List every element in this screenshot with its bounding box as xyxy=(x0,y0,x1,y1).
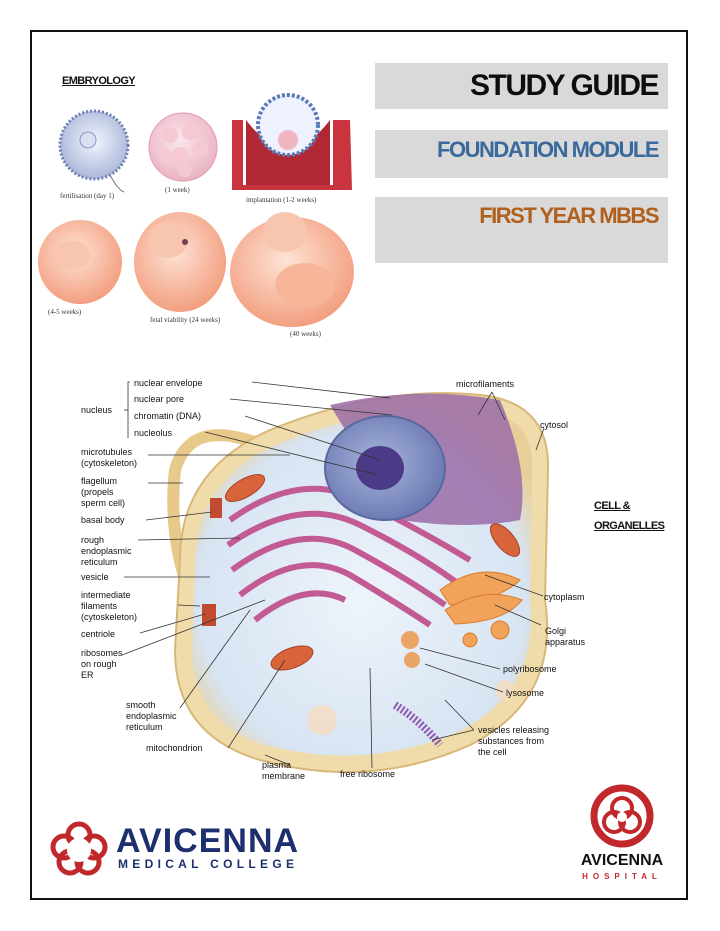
avicenna-hospital-logo: AVICENNA HOSPITAL xyxy=(572,780,672,888)
cell-heading-line2: ORGANELLES xyxy=(594,520,665,532)
label-smooth-er-3: reticulum xyxy=(126,722,163,732)
college-subtitle: MEDICAL COLLEGE xyxy=(118,857,299,871)
label-cytoplasm: cytoplasm xyxy=(544,592,585,602)
cell-heading-line1: CELL & xyxy=(594,500,631,512)
label-ribosomes-1: ribosomes xyxy=(81,648,123,658)
page-frame xyxy=(30,30,688,900)
label-intermediate-2: filaments xyxy=(81,601,118,611)
nucleolus-shape xyxy=(356,446,404,490)
fertilisation-embryo xyxy=(58,109,130,193)
label-polyribosome: polyribosome xyxy=(503,664,557,674)
label-rough-er-3: reticulum xyxy=(81,557,118,567)
label-free-ribosome: free ribosome xyxy=(340,769,395,779)
label-microtubules-1: microtubules xyxy=(81,447,133,457)
study-guide-banner: STUDY GUIDE xyxy=(375,63,668,109)
morula-embryo xyxy=(148,112,218,182)
module-banner: FOUNDATION MODULE xyxy=(375,130,668,178)
avicenna-college-logo: AVICENNA MEDICAL COLLEGE xyxy=(50,820,310,880)
label-flagellum-3: sperm cell) xyxy=(81,498,125,508)
caption-four-five-weeks: (4-5 weeks) xyxy=(48,308,82,316)
fetus-40-weeks xyxy=(230,212,354,327)
mitochondria-shape xyxy=(224,474,521,671)
label-vesicle: vesicle xyxy=(81,572,109,582)
label-vesicles-releasing-3: the cell xyxy=(478,747,507,757)
college-name: AVICENNA xyxy=(116,822,300,860)
hospital-emblem-icon xyxy=(590,784,654,848)
label-mitochondrion: mitochondrion xyxy=(146,743,203,753)
fetus-4-5-weeks xyxy=(38,220,122,304)
label-chromatin: chromatin (DNA) xyxy=(134,411,201,421)
centriole-shape xyxy=(202,604,216,626)
label-basal-body: basal body xyxy=(81,515,125,525)
label-golgi-2: apparatus xyxy=(545,637,586,647)
label-microfilaments: microfilaments xyxy=(456,379,515,389)
label-lysosome: lysosome xyxy=(506,688,544,698)
label-rough-er-1: rough xyxy=(81,535,104,545)
embryology-heading: EMBRYOLOGY xyxy=(62,75,136,87)
college-flower-icon xyxy=(50,821,108,876)
label-golgi-1: Golgi xyxy=(545,626,566,636)
label-vesicles-releasing-2: substances from xyxy=(478,736,544,746)
label-cytosol: cytosol xyxy=(540,420,568,430)
hospital-subtitle: HOSPITAL xyxy=(582,872,662,881)
label-plasma-membrane-2: membrane xyxy=(262,771,305,781)
label-rough-er-2: endoplasmic xyxy=(81,546,132,556)
hospital-name: AVICENNA xyxy=(580,852,664,869)
label-microtubules-2: (cytoskeleton) xyxy=(81,458,137,468)
label-smooth-er-1: smooth xyxy=(126,700,156,710)
label-smooth-er-2: endoplasmic xyxy=(126,711,177,721)
label-centriole: centriole xyxy=(81,629,115,639)
label-nucleus: nucleus xyxy=(81,405,113,415)
caption-one-week: (1 week) xyxy=(165,186,190,194)
year-banner: FIRST YEAR MBBS xyxy=(375,197,668,263)
label-vesicles-releasing-1: vesicles releasing xyxy=(478,725,549,735)
caption-twenty-four-weeks: fetal viability (24 weeks) xyxy=(150,316,221,324)
label-ribosomes-3: ER xyxy=(81,670,94,680)
label-intermediate-3: (cytoskeleton) xyxy=(81,612,137,622)
label-flagellum-2: (propels xyxy=(81,487,114,497)
label-plasma-membrane-1: plasma xyxy=(262,760,291,770)
caption-forty-weeks: (40 weeks) xyxy=(290,330,322,338)
label-nuclear-envelope: nuclear envelope xyxy=(134,378,203,388)
label-nucleolus: nucleolus xyxy=(134,428,173,438)
label-flagellum-1: flagellum xyxy=(81,476,117,486)
label-nuclear-pore: nuclear pore xyxy=(134,394,184,404)
fetus-24-weeks xyxy=(134,212,226,312)
label-ribosomes-2: on rough xyxy=(81,659,117,669)
label-intermediate-1: intermediate xyxy=(81,590,131,600)
caption-implantation: implantation (1-2 weeks) xyxy=(246,196,317,204)
caption-fertilisation: fertilisation (day 1) xyxy=(60,192,115,200)
implantation-embryo xyxy=(232,93,352,190)
